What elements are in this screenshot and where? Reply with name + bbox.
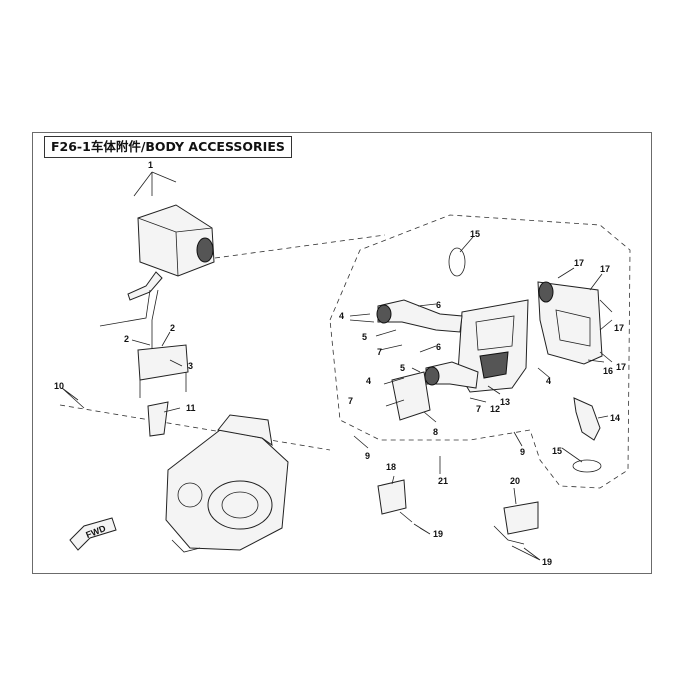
callout-17c: 17 xyxy=(614,323,624,333)
mount-bracket xyxy=(137,344,189,437)
callout-14: 14 xyxy=(610,413,620,423)
callout-9b: 9 xyxy=(520,447,525,457)
air-filter-box xyxy=(99,204,215,360)
callout-7c: 7 xyxy=(476,404,481,414)
page-title: F26-1车体附件/BODY ACCESSORIES xyxy=(44,136,292,158)
callout-3: 3 xyxy=(188,361,193,371)
callout-2b: 2 xyxy=(170,323,175,333)
callout-17: 17 xyxy=(574,258,584,268)
callout-8: 8 xyxy=(433,427,438,437)
callout-15: 15 xyxy=(470,229,480,239)
callout-10: 10 xyxy=(54,381,64,391)
intake-ducts xyxy=(376,299,479,421)
callout-7b: 7 xyxy=(348,396,353,406)
callout-2: 2 xyxy=(124,334,129,344)
callout-21: 21 xyxy=(438,476,448,486)
group-link-line xyxy=(214,234,386,259)
side-cover-left xyxy=(377,479,407,515)
callout-19: 19 xyxy=(433,529,443,539)
hose-clamp-bottom xyxy=(572,459,602,473)
callout-12: 12 xyxy=(490,404,500,414)
callout-5: 5 xyxy=(362,332,367,342)
fwd-arrow: FWD xyxy=(69,517,117,551)
callout-19b: 19 xyxy=(542,557,552,567)
callout-labels: 1 2 2 3 4 4 4 5 5 6 6 7 7 7 8 9 9 10 11 … xyxy=(54,160,626,567)
leader-lines xyxy=(61,171,613,561)
group-link-line-2 xyxy=(59,404,331,451)
callout-17b: 17 xyxy=(600,264,610,274)
callout-11: 11 xyxy=(186,403,196,413)
callout-20: 20 xyxy=(510,476,520,486)
callout-4c: 4 xyxy=(546,376,551,386)
assembly-group-outline xyxy=(329,214,631,489)
callout-4b: 4 xyxy=(366,376,371,386)
callout-6: 6 xyxy=(436,300,441,310)
callout-9: 9 xyxy=(365,451,370,461)
callout-7: 7 xyxy=(377,347,382,357)
callout-1: 1 xyxy=(148,160,153,170)
hose-clamp-top xyxy=(448,247,466,277)
callout-5b: 5 xyxy=(400,363,405,373)
callout-15b: 15 xyxy=(552,446,562,456)
callout-18: 18 xyxy=(386,462,396,472)
callout-13: 13 xyxy=(500,397,510,407)
callout-6b: 6 xyxy=(436,342,441,352)
side-cover-right xyxy=(503,501,539,535)
engine-assembly xyxy=(165,414,289,553)
intake-hose xyxy=(573,397,601,441)
callout-17d: 17 xyxy=(616,362,626,372)
callout-16: 16 xyxy=(603,366,613,376)
air-box-housing xyxy=(457,281,603,393)
callout-4: 4 xyxy=(339,311,344,321)
